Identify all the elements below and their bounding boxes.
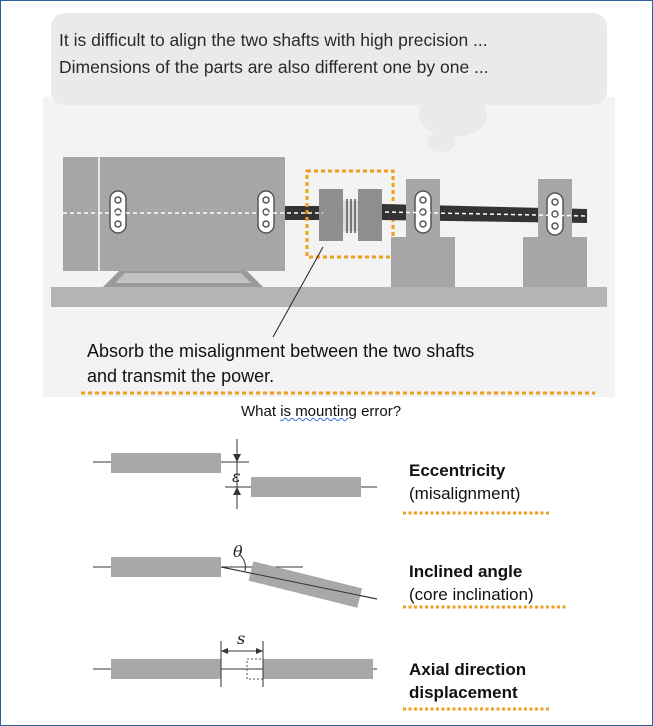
callout-pointer [272,246,324,338]
coupling-right-hub [358,189,382,241]
inclined-angle-title: Inclined angle [409,562,523,581]
bearing-block-1-base [391,237,455,287]
bubble-text: It is difficult to align the two shafts … [59,27,489,81]
speech-bubble [51,13,607,105]
axial-displacement-title: Axial direction [409,660,527,679]
bubble-line-2: Dimensions of the parts are also differe… [59,57,489,77]
axial-displacement-label: Axial direction displacement [409,658,526,704]
callout-line-2: and transmit the power. [87,366,275,386]
inclined-angle-label: Inclined angle (core inclination) [409,560,534,606]
eccentricity-label: Eccentricity (misalignment) [409,459,520,505]
inclined-angle-diagram [93,553,378,608]
eccentricity-subtitle: (misalignment) [409,484,521,503]
coupling-left-hub [319,189,343,241]
question-suffix: error? [356,403,402,420]
inclined-angle-subtitle: (core inclination) [409,585,534,604]
motor-body [63,157,285,271]
bubble-tail-large [419,93,487,137]
axial-displacement-subtitle: displacement [409,683,518,702]
load-centerline [384,211,588,217]
question-underlined: is mounting [280,403,357,420]
axial-displacement-diagram [93,641,377,687]
s-symbol: s [237,629,246,648]
section-question: What is mounting error? [241,403,401,420]
bubble-line-1: It is difficult to align the two shafts … [59,30,488,50]
callout-text: Absorb the misalignment between the two … [87,339,474,389]
base-platform [51,287,607,307]
bolt-plates [109,190,564,236]
epsilon-symbol: ε [232,467,241,486]
question-prefix: What [241,403,281,420]
bearing-block-2-base [523,237,587,287]
motor-foot-highlight [115,273,251,283]
callout-line-1: Absorb the misalignment between the two … [87,341,475,361]
eccentricity-diagram [93,439,377,509]
bubble-tail-small [427,132,455,152]
theta-symbol: θ [233,542,243,561]
eccentricity-title: Eccentricity [409,461,506,480]
